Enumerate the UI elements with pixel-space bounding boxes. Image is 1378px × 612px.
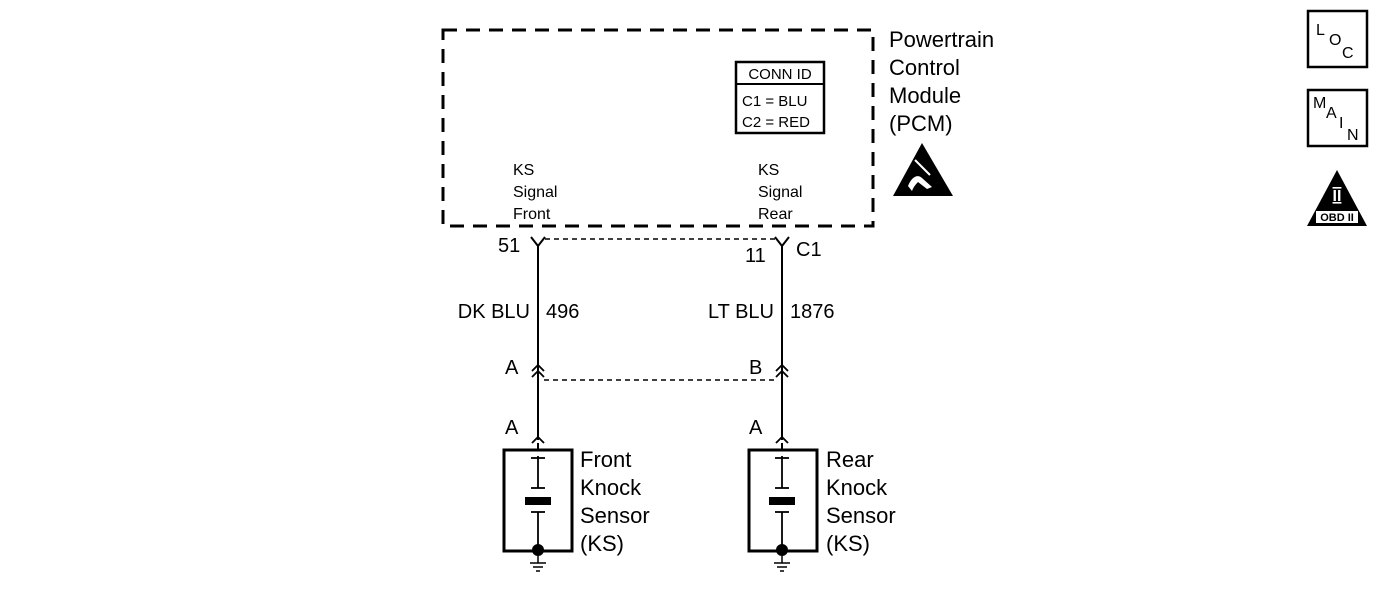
pcm-connector-id: C1 <box>796 239 822 261</box>
svg-text:KS: KS <box>513 162 534 179</box>
svg-text:C: C <box>1342 45 1354 62</box>
svg-text:Signal: Signal <box>758 184 802 201</box>
svg-text:Signal: Signal <box>513 184 557 201</box>
inline-cavity-front: A <box>505 357 519 379</box>
conn-id-table: CONN ID C1 = BLU C2 = RED <box>734 60 826 135</box>
svg-text:OBD II: OBD II <box>1320 212 1354 224</box>
inline-connector-front <box>531 363 545 378</box>
svg-text:Sensor: Sensor <box>826 503 896 528</box>
pcm-pin-front-number: 51 <box>498 235 520 257</box>
pcm-title-line-2: Control <box>889 55 960 80</box>
svg-text:(KS): (KS) <box>826 531 870 556</box>
wire-rear-color: LT BLU <box>708 301 774 323</box>
front-knock-sensor-label: Front Knock Sensor (KS) <box>580 447 650 556</box>
pcm-module-box <box>441 28 875 228</box>
sensor-connector-rear <box>775 435 789 444</box>
svg-text:(KS): (KS) <box>580 531 624 556</box>
svg-text:II: II <box>1333 188 1342 205</box>
inline-connector-rear <box>775 363 789 378</box>
rear-knock-sensor-label: Rear Knock Sensor (KS) <box>826 447 896 556</box>
main-icon[interactable]: M A I N <box>1306 88 1369 148</box>
pcm-title-line-1: Powertrain <box>889 27 994 52</box>
pin-label-front: KS Signal Front <box>513 162 557 223</box>
esd-sensitive-icon <box>893 143 953 196</box>
pcm-title: Powertrain Control Module (PCM) <box>889 27 994 136</box>
conn-id-row-1: C1 = BLU <box>742 93 807 110</box>
svg-text:Rear: Rear <box>826 447 874 472</box>
svg-text:M: M <box>1313 95 1326 112</box>
pcm-pin-rear-number: 11 <box>745 245 766 267</box>
obd-ii-icon[interactable]: II OBD II <box>1307 170 1367 226</box>
rear-knock-sensor <box>747 443 819 572</box>
sensor-connector-front <box>531 435 545 444</box>
front-knock-sensor <box>502 443 574 572</box>
svg-text:L: L <box>1316 22 1325 39</box>
pcm-title-line-3: Module <box>889 83 961 108</box>
svg-text:Knock: Knock <box>826 475 888 500</box>
svg-text:I: I <box>1339 115 1343 132</box>
inline-cavity-rear: B <box>749 357 762 379</box>
pcm-pin-rear-symbol <box>774 236 790 248</box>
pin-label-rear: KS Signal Rear <box>758 162 802 223</box>
svg-text:O: O <box>1329 32 1341 49</box>
svg-text:Front: Front <box>580 447 631 472</box>
svg-text:Rear: Rear <box>758 206 793 223</box>
svg-text:N: N <box>1347 127 1359 144</box>
pcm-title-line-4: (PCM) <box>889 111 953 136</box>
svg-text:Front: Front <box>513 206 551 223</box>
pcm-pin-front-symbol <box>530 236 546 248</box>
conn-id-header: CONN ID <box>748 66 812 83</box>
wire-front-circuit: 496 <box>546 301 579 323</box>
sensor-cavity-front: A <box>505 417 519 439</box>
svg-text:Sensor: Sensor <box>580 503 650 528</box>
conn-id-row-2: C2 = RED <box>742 114 810 131</box>
wire-rear-circuit: 1876 <box>790 301 835 323</box>
wire-front-color: DK BLU <box>458 301 530 323</box>
svg-text:KS: KS <box>758 162 779 179</box>
sensor-cavity-rear: A <box>749 417 763 439</box>
loc-icon[interactable]: L O C <box>1306 9 1369 69</box>
svg-text:A: A <box>1326 105 1337 122</box>
svg-text:Knock: Knock <box>580 475 642 500</box>
